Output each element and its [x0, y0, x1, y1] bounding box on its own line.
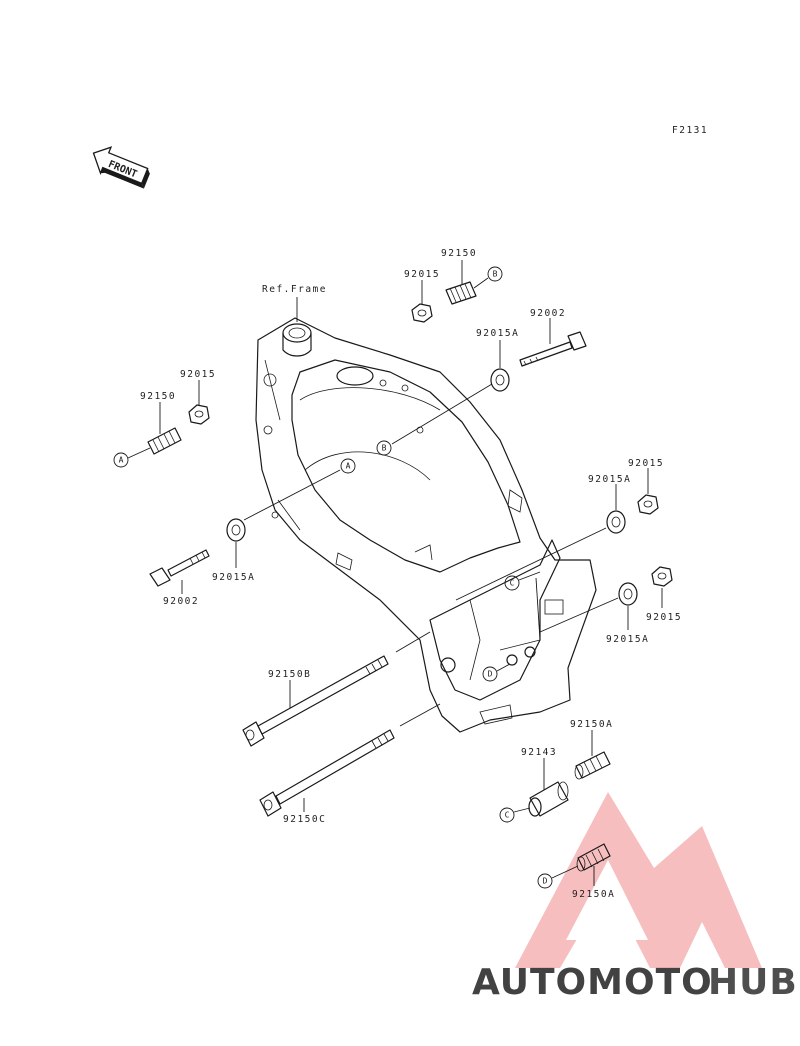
label-92002-top: 92002 [530, 308, 566, 319]
label-92015-top: 92015 [404, 269, 440, 280]
label-92150-left: 92150 [140, 391, 176, 402]
left-spacer-92150 [147, 427, 182, 455]
frame-drawing [255, 317, 597, 733]
svg-text:B: B [382, 444, 387, 453]
spacer-92150A-bottom [576, 843, 611, 872]
label-92015-right2: 92015 [646, 612, 682, 623]
label-92150A-bottom: 92150A [572, 889, 615, 900]
callout-d-frame: D [482, 666, 498, 682]
watermark-part1: AUTOMOTO [472, 962, 713, 1003]
top-washer-92015A [490, 368, 510, 392]
left-nut-92015 [188, 404, 210, 425]
top-nut-92015 [411, 303, 433, 323]
svg-text:D: D [543, 877, 548, 886]
callout-d-bottom: D [537, 873, 553, 889]
label-92015A-top: 92015A [476, 328, 519, 339]
front-arrow-icon: FRONT [92, 146, 150, 189]
left-bolt-92002 [149, 549, 210, 587]
long-bolt-92150C [259, 729, 395, 817]
svg-text:B: B [493, 270, 498, 279]
svg-text:A: A [119, 456, 124, 465]
right-washer-92015A-lower [618, 582, 638, 606]
label-92143: 92143 [521, 747, 557, 758]
right-nut-92015 [637, 494, 659, 515]
top-spacer-92150 [445, 281, 477, 305]
label-92150B: 92150B [268, 669, 311, 680]
label-92015-left: 92015 [180, 369, 216, 380]
callout-a-frame: A [340, 458, 356, 474]
label-92150-top: 92150 [441, 248, 477, 259]
long-bolt-92150B [242, 655, 389, 747]
callout-a-left: A [113, 452, 129, 468]
ref-frame-label: Ref.Frame [262, 284, 327, 295]
callout-c-bottom: C [499, 807, 515, 823]
watermark-logo [515, 792, 762, 968]
watermark-text: AUTOMOTO HUB [472, 962, 798, 1003]
label-92015A-left: 92015A [212, 572, 255, 583]
svg-text:C: C [505, 811, 510, 820]
diagram-code: F2131 [672, 125, 708, 136]
callout-c-frame: C [504, 575, 520, 591]
label-92015A-right: 92015A [588, 474, 631, 485]
svg-text:D: D [488, 670, 493, 679]
left-washer-92015A [226, 518, 246, 542]
collar-92143 [528, 781, 569, 817]
right-washer-92015A [606, 510, 626, 534]
top-bolt-92002 [519, 331, 587, 367]
spacer-92150A-top [574, 751, 611, 780]
svg-text:A: A [346, 462, 351, 471]
label-92150A-top: 92150A [570, 719, 613, 730]
label-92015A-right2: 92015A [606, 634, 649, 645]
right-nut-92015-lower [651, 566, 673, 587]
svg-text:C: C [510, 579, 515, 588]
label-92015-right: 92015 [628, 458, 664, 469]
callout-b-frame: B [376, 440, 392, 456]
label-92150C: 92150C [283, 814, 326, 825]
label-92002-left: 92002 [163, 596, 199, 607]
callout-b-top: B [487, 266, 503, 282]
watermark-part2: HUB [708, 962, 798, 1003]
